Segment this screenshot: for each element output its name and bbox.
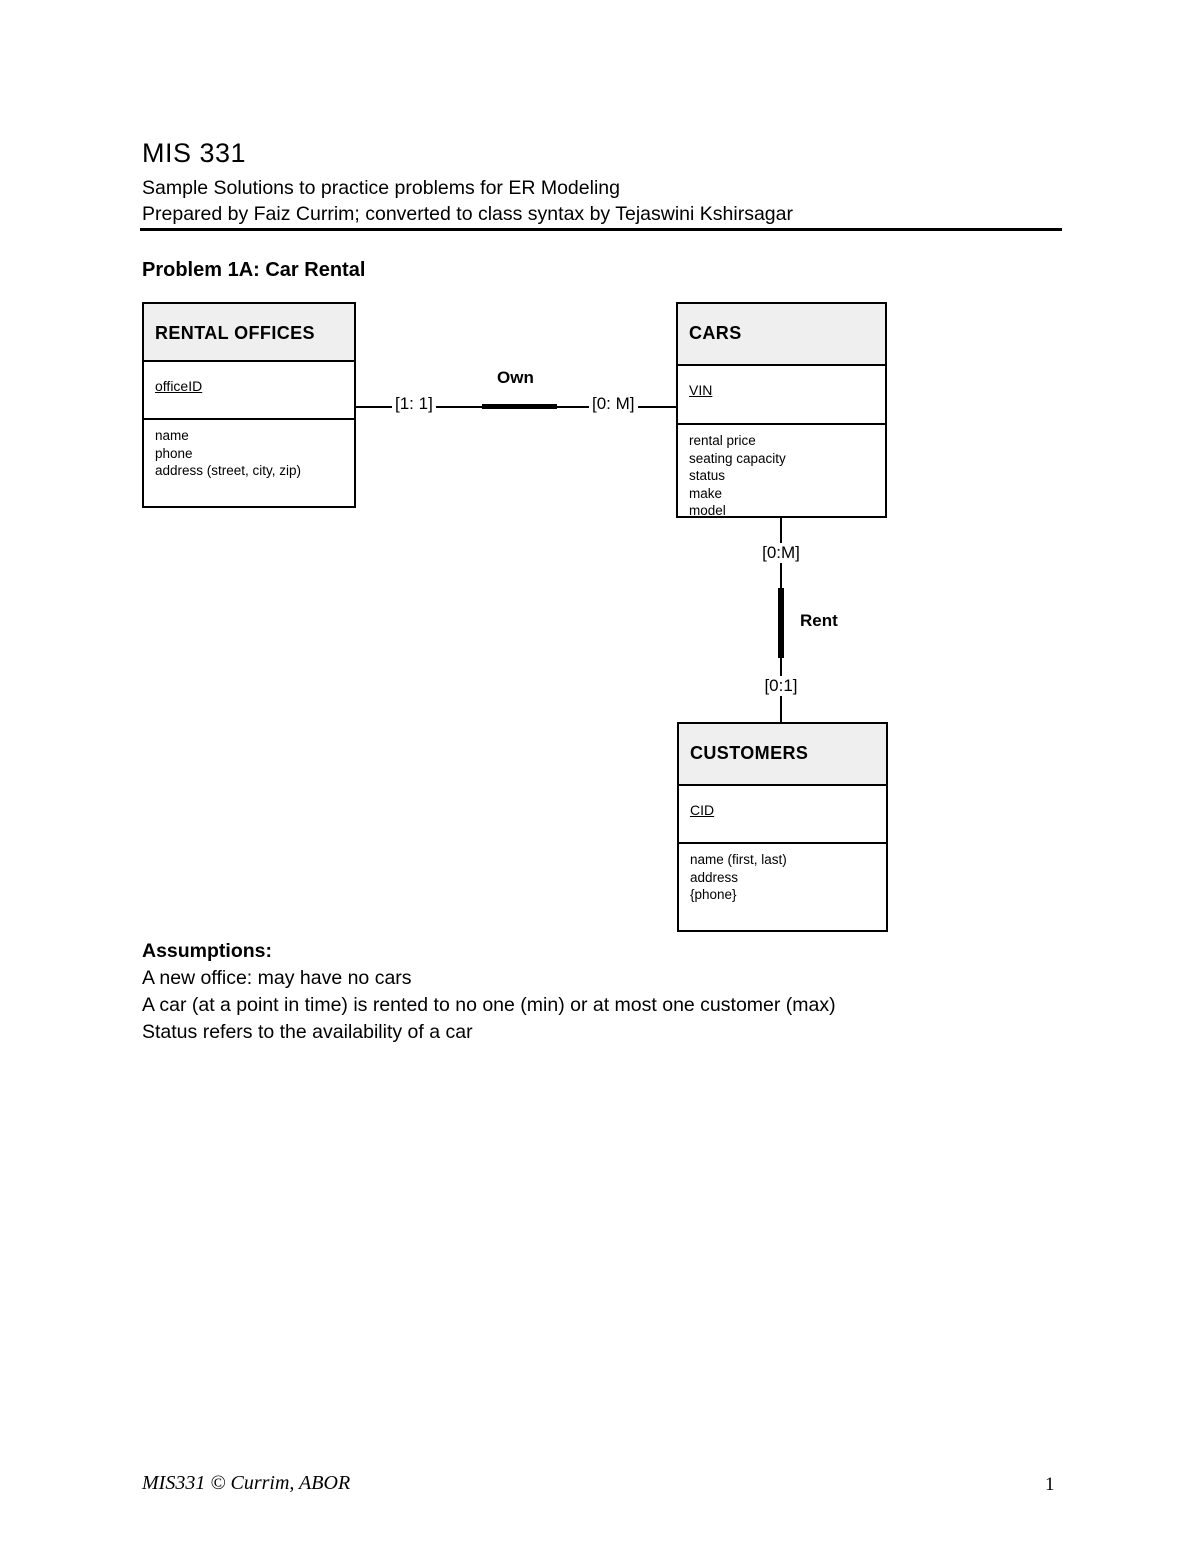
cardinality-label-rental-offices: [1: 1]: [392, 394, 436, 414]
key-attribute-text: VIN: [689, 382, 713, 398]
entity-attribute: {phone}: [690, 887, 737, 902]
entity-customers: CUSTOMERS CID name (first, last) address…: [677, 722, 888, 932]
entity-attribute: name: [155, 428, 189, 443]
entity-attributes: name (first, last) address {phone}: [679, 844, 886, 904]
key-attribute-text: CID: [690, 802, 715, 818]
entity-attribute: seating capacity: [689, 450, 786, 466]
cardinality-label-customers: [0:1]: [761, 676, 801, 696]
entity-rental-offices: RENTAL OFFICES officeID name phone addre…: [142, 302, 356, 508]
entity-attributes: name phone address (street, city, zip): [144, 420, 354, 480]
entity-attribute: name (first, last): [690, 852, 787, 867]
problem-heading: Problem 1A: Car Rental: [142, 259, 366, 281]
footer-copyright: MIS331 © Currim, ABOR: [142, 1472, 351, 1494]
relationship-own-label: Own: [497, 368, 534, 387]
entity-key-section: CID: [679, 786, 886, 844]
entity-attribute: address: [690, 869, 739, 885]
entity-attribute: make: [689, 485, 723, 501]
key-attribute-text: officeID: [155, 378, 203, 394]
header-divider: [140, 228, 1062, 231]
assumption-line: Status refers to the availability of a c…: [142, 1021, 473, 1043]
cardinality-label-cars-rent: [0:M]: [759, 543, 803, 563]
relationship-rent-label: Rent: [800, 611, 838, 630]
entity-attribute: address (street, city, zip): [155, 463, 302, 478]
entity-attribute: status: [689, 468, 726, 483]
relationship-own-bar: [482, 404, 557, 409]
subtitle-line-1: Sample Solutions to practice problems fo…: [142, 177, 620, 199]
entity-title: RENTAL OFFICES: [144, 304, 354, 362]
entity-attribute: phone: [155, 445, 193, 461]
entity-attribute: rental price: [689, 433, 756, 448]
entity-cars: CARS VIN rental price seating capacity s…: [676, 302, 887, 518]
assumptions-section: Assumptions: A new office: may have no c…: [142, 938, 836, 1046]
entity-key-section: VIN: [678, 366, 885, 425]
entity-key-section: officeID: [144, 362, 354, 420]
entity-attribute: model: [689, 503, 726, 518]
entity-title: CARS: [678, 304, 885, 366]
relationship-rent-bar: [778, 588, 784, 658]
entity-attributes: rental price seating capacity status mak…: [678, 425, 885, 520]
cardinality-label-cars-own: [0: M]: [589, 394, 638, 414]
page-title: MIS 331: [142, 138, 247, 168]
page-number: 1: [1045, 1474, 1055, 1495]
assumption-line: A new office: may have no cars: [142, 967, 412, 989]
assumptions-heading: Assumptions:: [142, 940, 273, 962]
assumption-line: A car (at a point in time) is rented to …: [142, 994, 836, 1016]
entity-title: CUSTOMERS: [679, 724, 886, 786]
subtitle-line-2: Prepared by Faiz Currim; converted to cl…: [142, 203, 793, 225]
